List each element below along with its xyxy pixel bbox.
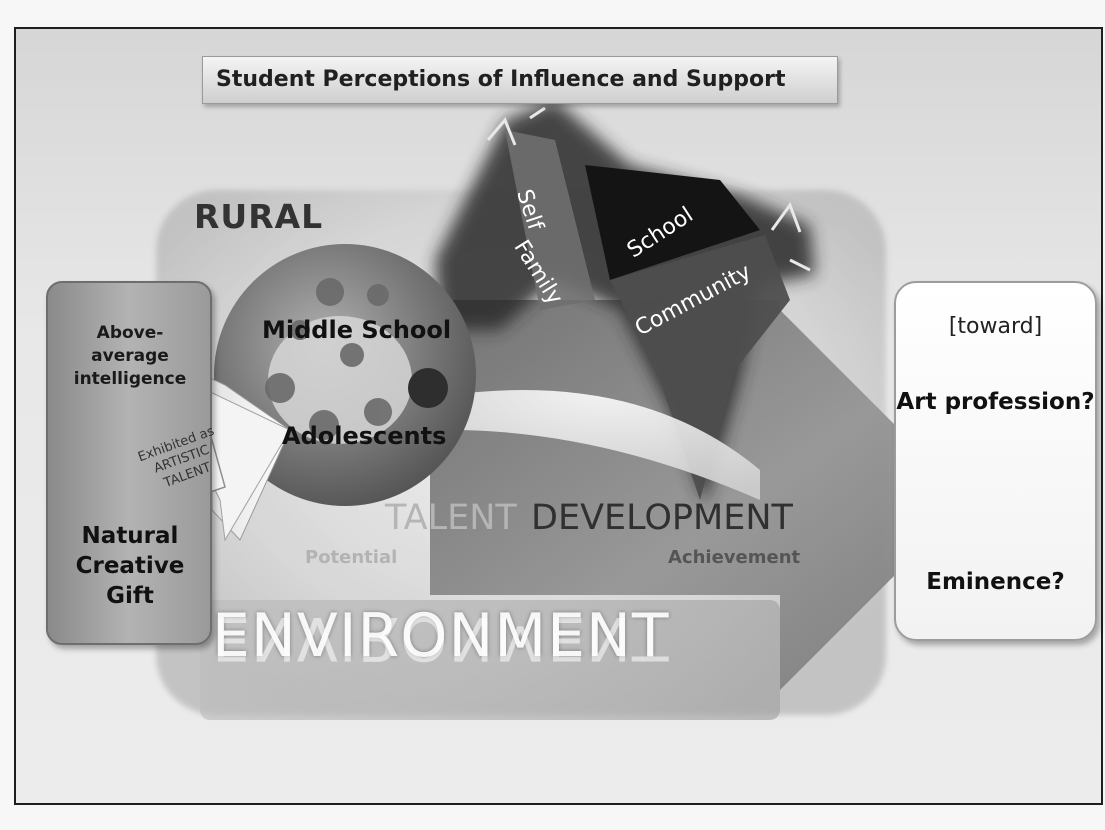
influence-panel-community xyxy=(610,235,790,500)
diagram-title: Student Perceptions of Influence and Sup… xyxy=(216,67,786,92)
environment-reflection: ENVIRONMENT xyxy=(212,603,670,673)
development-arc xyxy=(450,390,760,500)
rural-label: RURAL xyxy=(194,197,324,236)
achievement-label: Achievement xyxy=(668,547,801,568)
development-label: DEVELOPMENT xyxy=(531,498,793,538)
environment-band xyxy=(200,600,780,720)
talent-label: TALENT xyxy=(385,498,517,538)
influence-panel-school xyxy=(585,165,760,280)
influence-flares xyxy=(486,106,811,272)
right-box xyxy=(894,281,1097,641)
sphere-blob-figures xyxy=(265,278,392,440)
middle-school-label: Middle School xyxy=(262,316,452,344)
potential-label: Potential xyxy=(305,547,398,568)
left-box xyxy=(46,281,212,645)
art-profession-label: Art profession? xyxy=(896,389,1095,415)
influence-panel-self xyxy=(505,130,595,310)
environment-label: ENVIRONMENT xyxy=(212,601,670,671)
sphere-dark-figure xyxy=(408,368,448,408)
intelligence-label: Above-average intelligence xyxy=(73,323,187,389)
creative-gift-label: Natural Creative Gift xyxy=(75,523,185,609)
toward-label: [toward] xyxy=(948,314,1043,339)
title-box xyxy=(202,56,838,104)
eminence-label: Eminence? xyxy=(926,569,1065,595)
adolescents-label: Adolescents xyxy=(282,422,447,450)
